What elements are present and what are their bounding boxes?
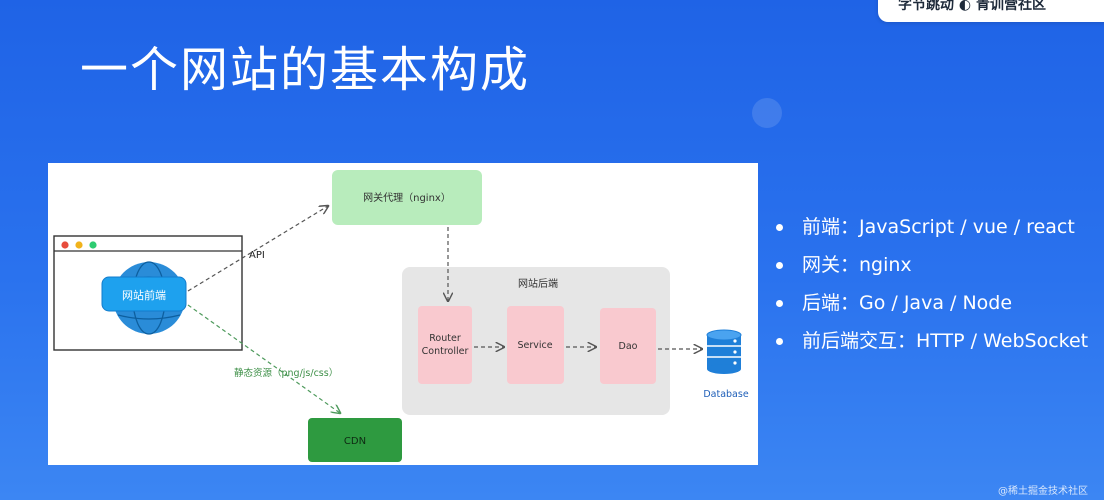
watermark: @稀土掘金技术社区 (998, 486, 1088, 497)
brand-logo-text: 字节跳动 ◐ 青训营社区 (898, 0, 1046, 13)
bullet-icon (776, 338, 783, 345)
brand-logo-box (878, 0, 1104, 22)
bullet-icon (776, 262, 783, 269)
frontend-label: 网站前端 (122, 288, 166, 302)
list-item: 网关：nginx (772, 250, 1088, 288)
list-item-text: 前端：JavaScript / vue / react (802, 216, 1075, 238)
backend-group-label: 网站后端 (518, 277, 558, 290)
slide-title: 一个网站的基本构成 (80, 42, 531, 98)
database-icon (706, 329, 742, 374)
service-label: Service (517, 340, 552, 351)
frontend-node: 网站前端 (101, 276, 187, 312)
api-arrow (187, 206, 328, 292)
bullet-icon (776, 300, 783, 307)
static-resources-arrow (187, 304, 340, 413)
architecture-diagram-svg: 网站前端 网关代理（nginx） API 网站后端 Router Control… (53, 170, 749, 462)
gateway-label: 网关代理（nginx） (363, 191, 451, 204)
tech-stack-list: 前端：JavaScript / vue / react 网关：nginx 后端：… (772, 212, 1088, 364)
list-item-text: 后端：Go / Java / Node (802, 292, 1013, 314)
database-label: Database (703, 389, 748, 400)
list-item-text: 前后端交互：HTTP / WebSocket (802, 330, 1089, 352)
router-label: Router (429, 333, 461, 344)
dao-node: Dao (600, 308, 656, 384)
bullet-icon (776, 224, 783, 231)
cdn-label: CDN (344, 436, 366, 447)
controller-label: Controller (422, 346, 469, 357)
static-resources-label: 静态资源（png/js/css） (234, 367, 338, 379)
list-item: 前后端交互：HTTP / WebSocket (772, 326, 1088, 364)
gateway-node: 网关代理（nginx） (332, 170, 482, 225)
list-item: 前端：JavaScript / vue / react (772, 212, 1088, 250)
list-item-text: 网关：nginx (802, 254, 912, 276)
service-node: Service (507, 306, 564, 384)
cdn-node: CDN (308, 418, 402, 462)
api-label: API (249, 250, 265, 261)
dao-label: Dao (619, 341, 638, 352)
router-controller-node: Router Controller (418, 306, 472, 384)
architecture-diagram: 网站前端 网关代理（nginx） API 网站后端 Router Control… (48, 163, 758, 465)
decorative-light-circle (752, 98, 782, 128)
list-item: 后端：Go / Java / Node (772, 288, 1088, 326)
